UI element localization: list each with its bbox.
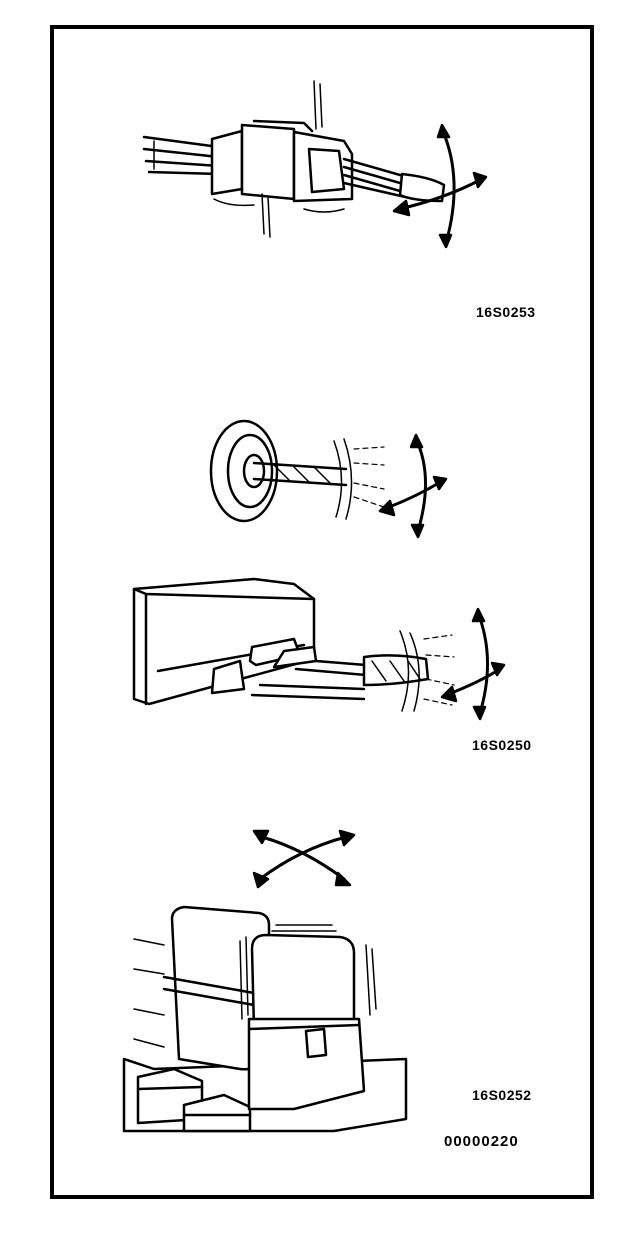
relay-wiggle-illustration <box>122 829 408 1133</box>
connector-wiggle-illustration <box>142 80 488 249</box>
grommet-wiggle-illustration <box>132 419 506 721</box>
illustration-frame: 16S0253 <box>50 25 594 1199</box>
document-code: 00000220 <box>444 1133 519 1150</box>
figure-code-1: 16S0253 <box>476 304 536 320</box>
figure-code-2: 16S0250 <box>472 737 532 753</box>
figure-code-3: 16S0252 <box>472 1087 532 1103</box>
